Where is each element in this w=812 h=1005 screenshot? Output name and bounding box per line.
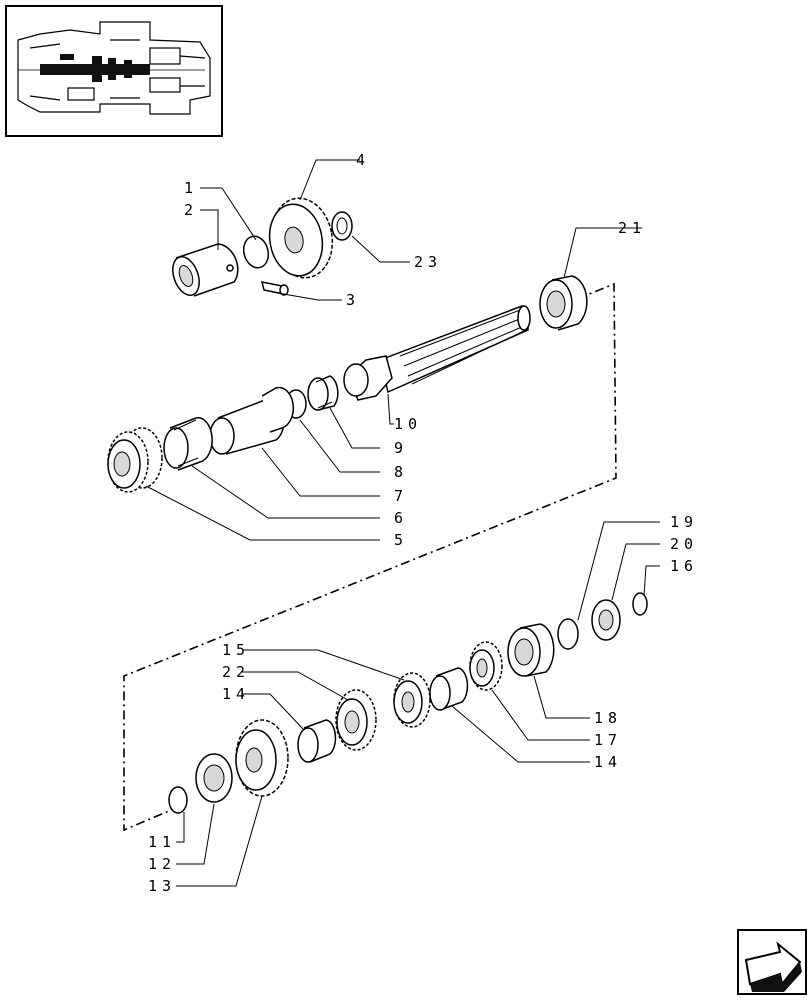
assembly-lines	[123, 282, 617, 832]
part-12-bearing	[195, 753, 233, 803]
part-14-spacer-b	[429, 667, 469, 711]
part-21-bearing	[539, 275, 588, 331]
callout-22: 22	[222, 663, 250, 681]
callout-8: 8	[394, 463, 408, 481]
callout-20: 20	[670, 535, 698, 553]
part-20-bearing	[591, 599, 621, 641]
part-3-pin	[260, 281, 289, 296]
callout-5: 5	[394, 531, 408, 549]
callout-1: 1	[184, 179, 198, 197]
part-6-needle-bearing	[163, 417, 213, 471]
callout-18: 18	[594, 709, 622, 727]
part-14-spacer-a	[297, 719, 337, 763]
callout-13: 13	[148, 877, 176, 895]
part-17-gear	[469, 641, 503, 691]
part-23-washer	[331, 211, 353, 241]
callout-21: 21	[618, 219, 646, 237]
part-13-gear	[235, 719, 289, 797]
callout-14-lower: 14	[594, 753, 622, 771]
callout-6: 6	[394, 509, 408, 527]
part-7-sleeve	[209, 386, 295, 455]
callout-12: 12	[148, 855, 176, 873]
part-15-gear	[393, 672, 431, 728]
part-4-gear	[268, 197, 334, 279]
part-9-needle-bearing	[307, 375, 339, 411]
callout-15: 15	[222, 641, 250, 659]
part-2-sleeve	[172, 243, 239, 297]
part-11-circlip	[168, 786, 188, 814]
callout-labels: 1 2 3 4 5 6 7 8 9 10 11 12 13 14 14 15 1…	[148, 151, 698, 895]
part-10-shaft	[343, 305, 531, 401]
part-16-circlip	[632, 592, 648, 616]
part-22-gear	[335, 689, 377, 751]
transmission-thumbnail[interactable]	[5, 5, 223, 137]
callout-10: 10	[394, 415, 422, 433]
part-1-o-ring	[242, 235, 270, 269]
part-18-bearing	[507, 623, 555, 677]
callout-9: 9	[394, 439, 408, 457]
callout-19: 19	[670, 513, 698, 531]
callout-3: 3	[346, 291, 360, 309]
part-5-double-gear	[107, 427, 163, 493]
callout-7: 7	[394, 487, 408, 505]
callout-4: 4	[356, 151, 370, 169]
callout-14-upper: 14	[222, 685, 250, 703]
part-19-ring	[557, 618, 579, 650]
callout-23: 23	[414, 253, 442, 271]
leader-lines	[145, 159, 660, 887]
callout-16: 16	[670, 557, 698, 575]
next-page-arrow-icon[interactable]	[737, 929, 807, 995]
callout-11: 11	[148, 833, 176, 851]
callout-2: 2	[184, 201, 198, 219]
callout-17: 17	[594, 731, 622, 749]
